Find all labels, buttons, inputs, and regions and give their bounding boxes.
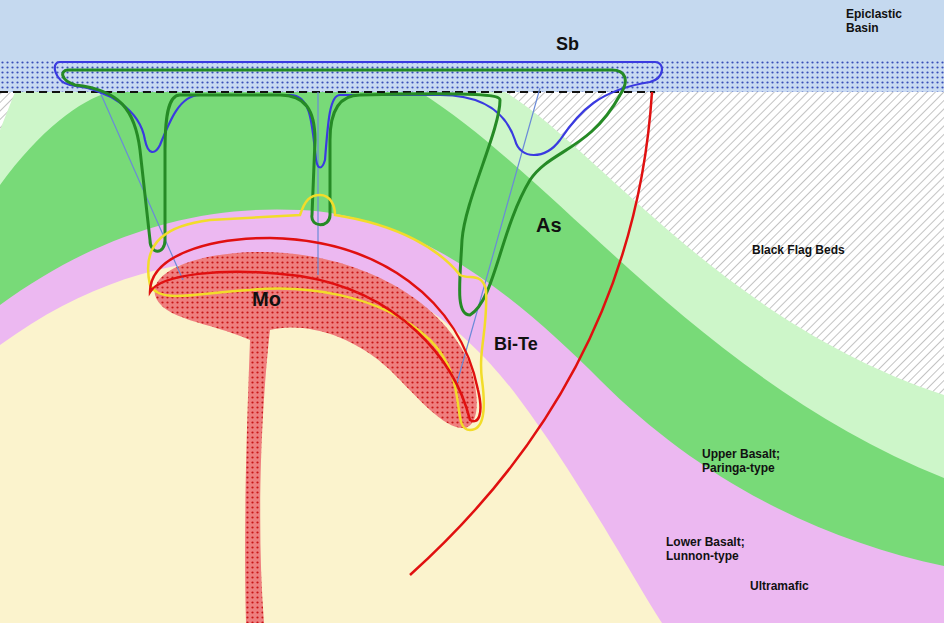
element-label: Mo (252, 288, 281, 311)
unit-label: Lower Basalt; Lunnon-type (666, 536, 776, 564)
element-label: Sb (556, 34, 579, 55)
unit-label: Upper Basalt; Paringa-type (702, 448, 812, 476)
element-label: Bi-Te (494, 334, 538, 355)
fault-line (410, 92, 652, 575)
basin-fill (0, 0, 944, 60)
bi-te-halo (148, 195, 486, 430)
intrusion-body (155, 252, 477, 623)
unit-label: Epiclastic Basin (846, 8, 926, 36)
drill-trace (455, 88, 540, 390)
mo-halo (150, 238, 480, 421)
unit-label: Black Flag Beds (752, 244, 845, 258)
element-label: As (536, 214, 562, 237)
sb-halo (55, 62, 662, 168)
drill-trace (317, 92, 318, 275)
ultramafic (0, 209, 944, 623)
as-halo (63, 70, 626, 315)
epiclastic-layer (0, 60, 944, 92)
unit-label: Ultramafic (750, 580, 809, 594)
